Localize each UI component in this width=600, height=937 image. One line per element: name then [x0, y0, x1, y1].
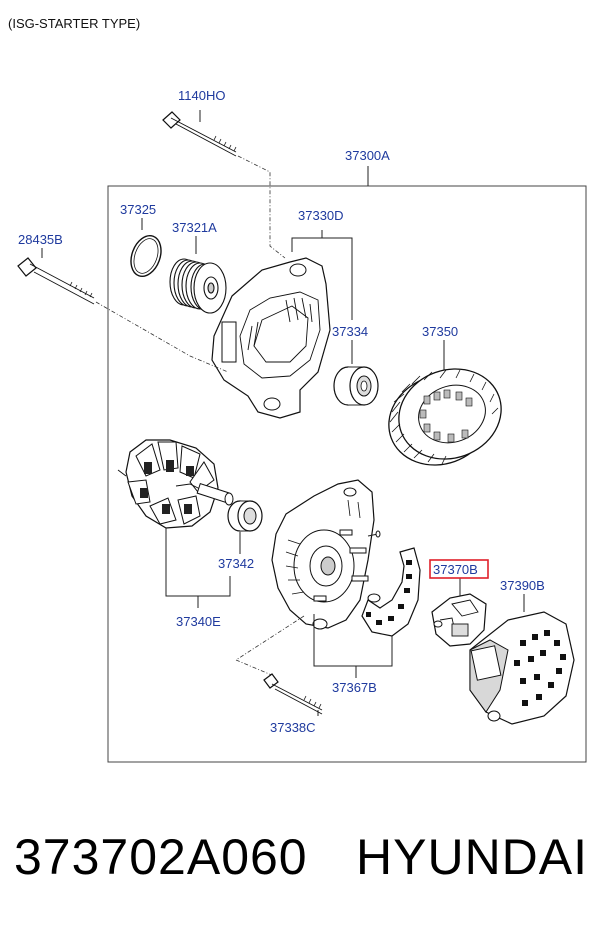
rear-cover-part — [469, 594, 575, 725]
callout-37325[interactable]: 37325 — [120, 202, 156, 217]
callout-37367B[interactable]: 37367B — [332, 680, 377, 695]
front-housing-part — [211, 230, 353, 419]
rear-bearing-part — [227, 500, 263, 554]
callout-37334[interactable]: 37334 — [332, 324, 368, 339]
exploded-parts-diagram: (ISG-STARTER TYPE) — [8, 16, 587, 763]
rotor-part — [117, 439, 234, 608]
brand-name: HYUNDAI — [356, 829, 589, 885]
rectifier-part — [313, 547, 421, 678]
assembly-frame — [107, 185, 587, 763]
callout-37340E[interactable]: 37340E — [176, 614, 221, 629]
through-bolt-part — [263, 673, 323, 716]
stator-part — [388, 340, 502, 466]
callout-37338C[interactable]: 37338C — [270, 720, 316, 735]
bolt-left-part — [17, 248, 229, 373]
callout-37370B[interactable]: 37370B — [433, 562, 478, 577]
callout-37342[interactable]: 37342 — [218, 556, 254, 571]
part-number: 373702A060 — [14, 829, 308, 885]
oring-part — [130, 218, 162, 278]
highlight-box-37370B — [429, 559, 489, 579]
callout-1140HO[interactable]: 1140HO — [178, 88, 225, 103]
callout-37350[interactable]: 37350 — [422, 324, 458, 339]
callout-37330D[interactable]: 37330D — [298, 208, 344, 223]
pulley-part — [169, 236, 227, 314]
diagram-title: (ISG-STARTER TYPE) — [8, 16, 140, 31]
footer: 373702A060 HYUNDAI — [0, 828, 600, 908]
callout-37390B[interactable]: 37390B — [500, 578, 545, 593]
callout-37300A[interactable]: 37300A — [345, 148, 390, 163]
regulator-part — [431, 578, 487, 647]
bolt-top-part — [162, 110, 286, 259]
rear-housing-part — [235, 479, 381, 677]
front-bearing-part — [333, 340, 379, 406]
callout-28435B[interactable]: 28435B — [18, 232, 63, 247]
callout-37321A[interactable]: 37321A — [172, 220, 217, 235]
